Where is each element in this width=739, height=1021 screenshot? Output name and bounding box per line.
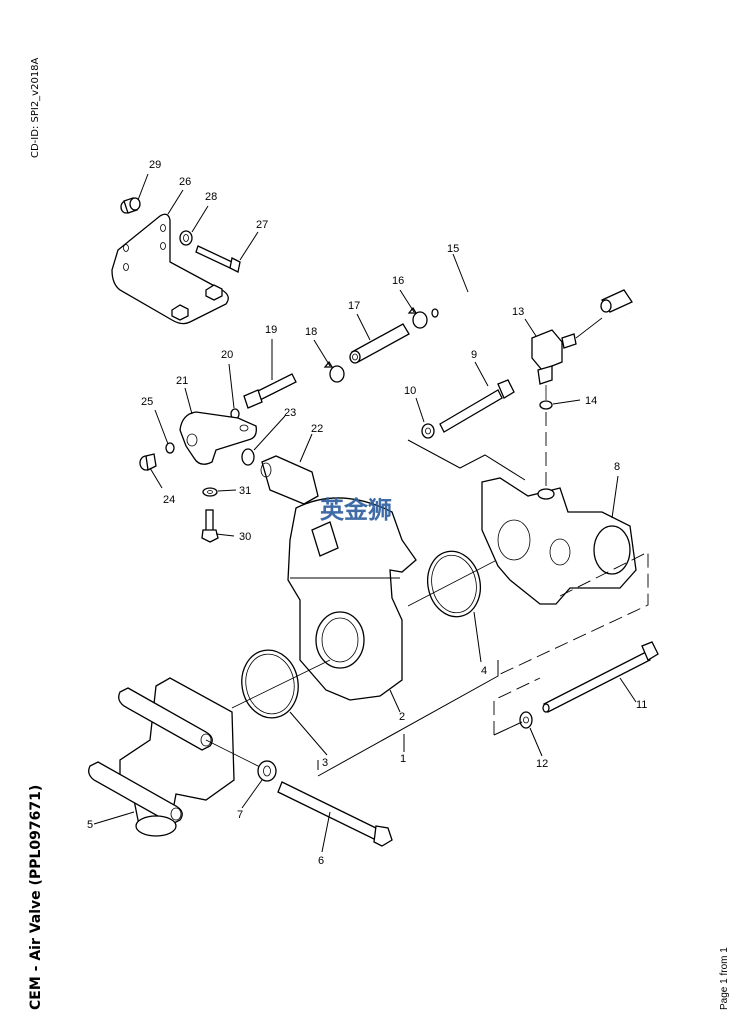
callout-23: 23 (284, 407, 296, 419)
callout-16: 16 (392, 275, 404, 287)
callout-21: 21 (176, 375, 188, 387)
part-28-washer (179, 230, 193, 246)
callout-18: 18 (305, 326, 317, 338)
callout-27: 27 (256, 219, 268, 231)
part-22-pressure-sensor (260, 455, 319, 505)
part-7-washer (257, 760, 277, 782)
callout-30: 30 (239, 531, 251, 543)
part-26-bracket (111, 213, 229, 325)
part-21-housing (179, 411, 257, 465)
leader-12-line (493, 721, 523, 736)
part-6-bolt (277, 781, 393, 847)
part-5-elbow (88, 677, 235, 837)
callout-29: 29 (149, 159, 161, 171)
callout-19: 19 (265, 324, 277, 336)
part-30-screw (201, 509, 219, 543)
callout-1: 1 (400, 753, 406, 765)
part-14-o-ring (539, 385, 553, 410)
part-19-sensor (243, 373, 297, 409)
callout-22: 22 (311, 423, 323, 435)
callout-9: 9 (471, 349, 477, 361)
callout-2: 2 (399, 711, 405, 723)
bracket-11-12 (493, 677, 541, 735)
part-11-bolt (542, 641, 659, 713)
callout-24: 24 (163, 494, 175, 506)
part-13-elbow-fitting (531, 317, 603, 385)
part-23-o-ring (241, 448, 255, 466)
part-25-washer (165, 442, 175, 454)
part-16-clamp (407, 306, 428, 329)
centerline-3 (231, 659, 331, 709)
part-18-clamp (323, 360, 345, 383)
leader-lines (93, 173, 637, 853)
part-24-plug (139, 453, 157, 471)
callout-25: 25 (141, 396, 153, 408)
part-29-spacer (120, 197, 141, 214)
centerline-5-7 (205, 739, 263, 769)
part-17-hose (349, 323, 410, 364)
part-10-washer (421, 423, 435, 439)
callout-3: 3 (322, 757, 328, 769)
part-3-gasket (241, 649, 299, 719)
watermark: 英金狮 (320, 496, 392, 524)
callout-12: 12 (536, 758, 548, 770)
part-12-washer (519, 711, 533, 729)
callout-13: 13 (512, 306, 524, 318)
bracket-1 (317, 660, 499, 777)
callout-15: 15 (447, 243, 459, 255)
part-9-bolt (439, 379, 515, 433)
part-2-valve-body (287, 497, 417, 701)
callout-7: 7 (237, 809, 243, 821)
callout-17: 17 (348, 300, 360, 312)
callout-20: 20 (221, 349, 233, 361)
part-4-gasket (427, 550, 481, 618)
callout-31: 31 (239, 485, 251, 497)
callout-4: 4 (481, 665, 487, 677)
callout-28: 28 (205, 191, 217, 203)
callout-14: 14 (585, 395, 597, 407)
leader-bracket-9-10 (407, 439, 526, 481)
callout-8: 8 (614, 461, 620, 473)
part-15-pipe (430, 165, 679, 318)
part-27-bolt (195, 245, 241, 273)
callout-5: 5 (87, 819, 93, 831)
bracket-8 (495, 551, 649, 677)
callout-10: 10 (404, 385, 416, 397)
callout-6: 6 (318, 855, 324, 867)
callout-11: 11 (636, 699, 647, 711)
callout-labels: 29 26 28 27 15 16 17 18 19 20 21 25 23 2… (87, 159, 647, 867)
part-8-outlet-housing (481, 477, 637, 605)
callout-26: 26 (179, 176, 191, 188)
part-31-nut (202, 487, 218, 497)
